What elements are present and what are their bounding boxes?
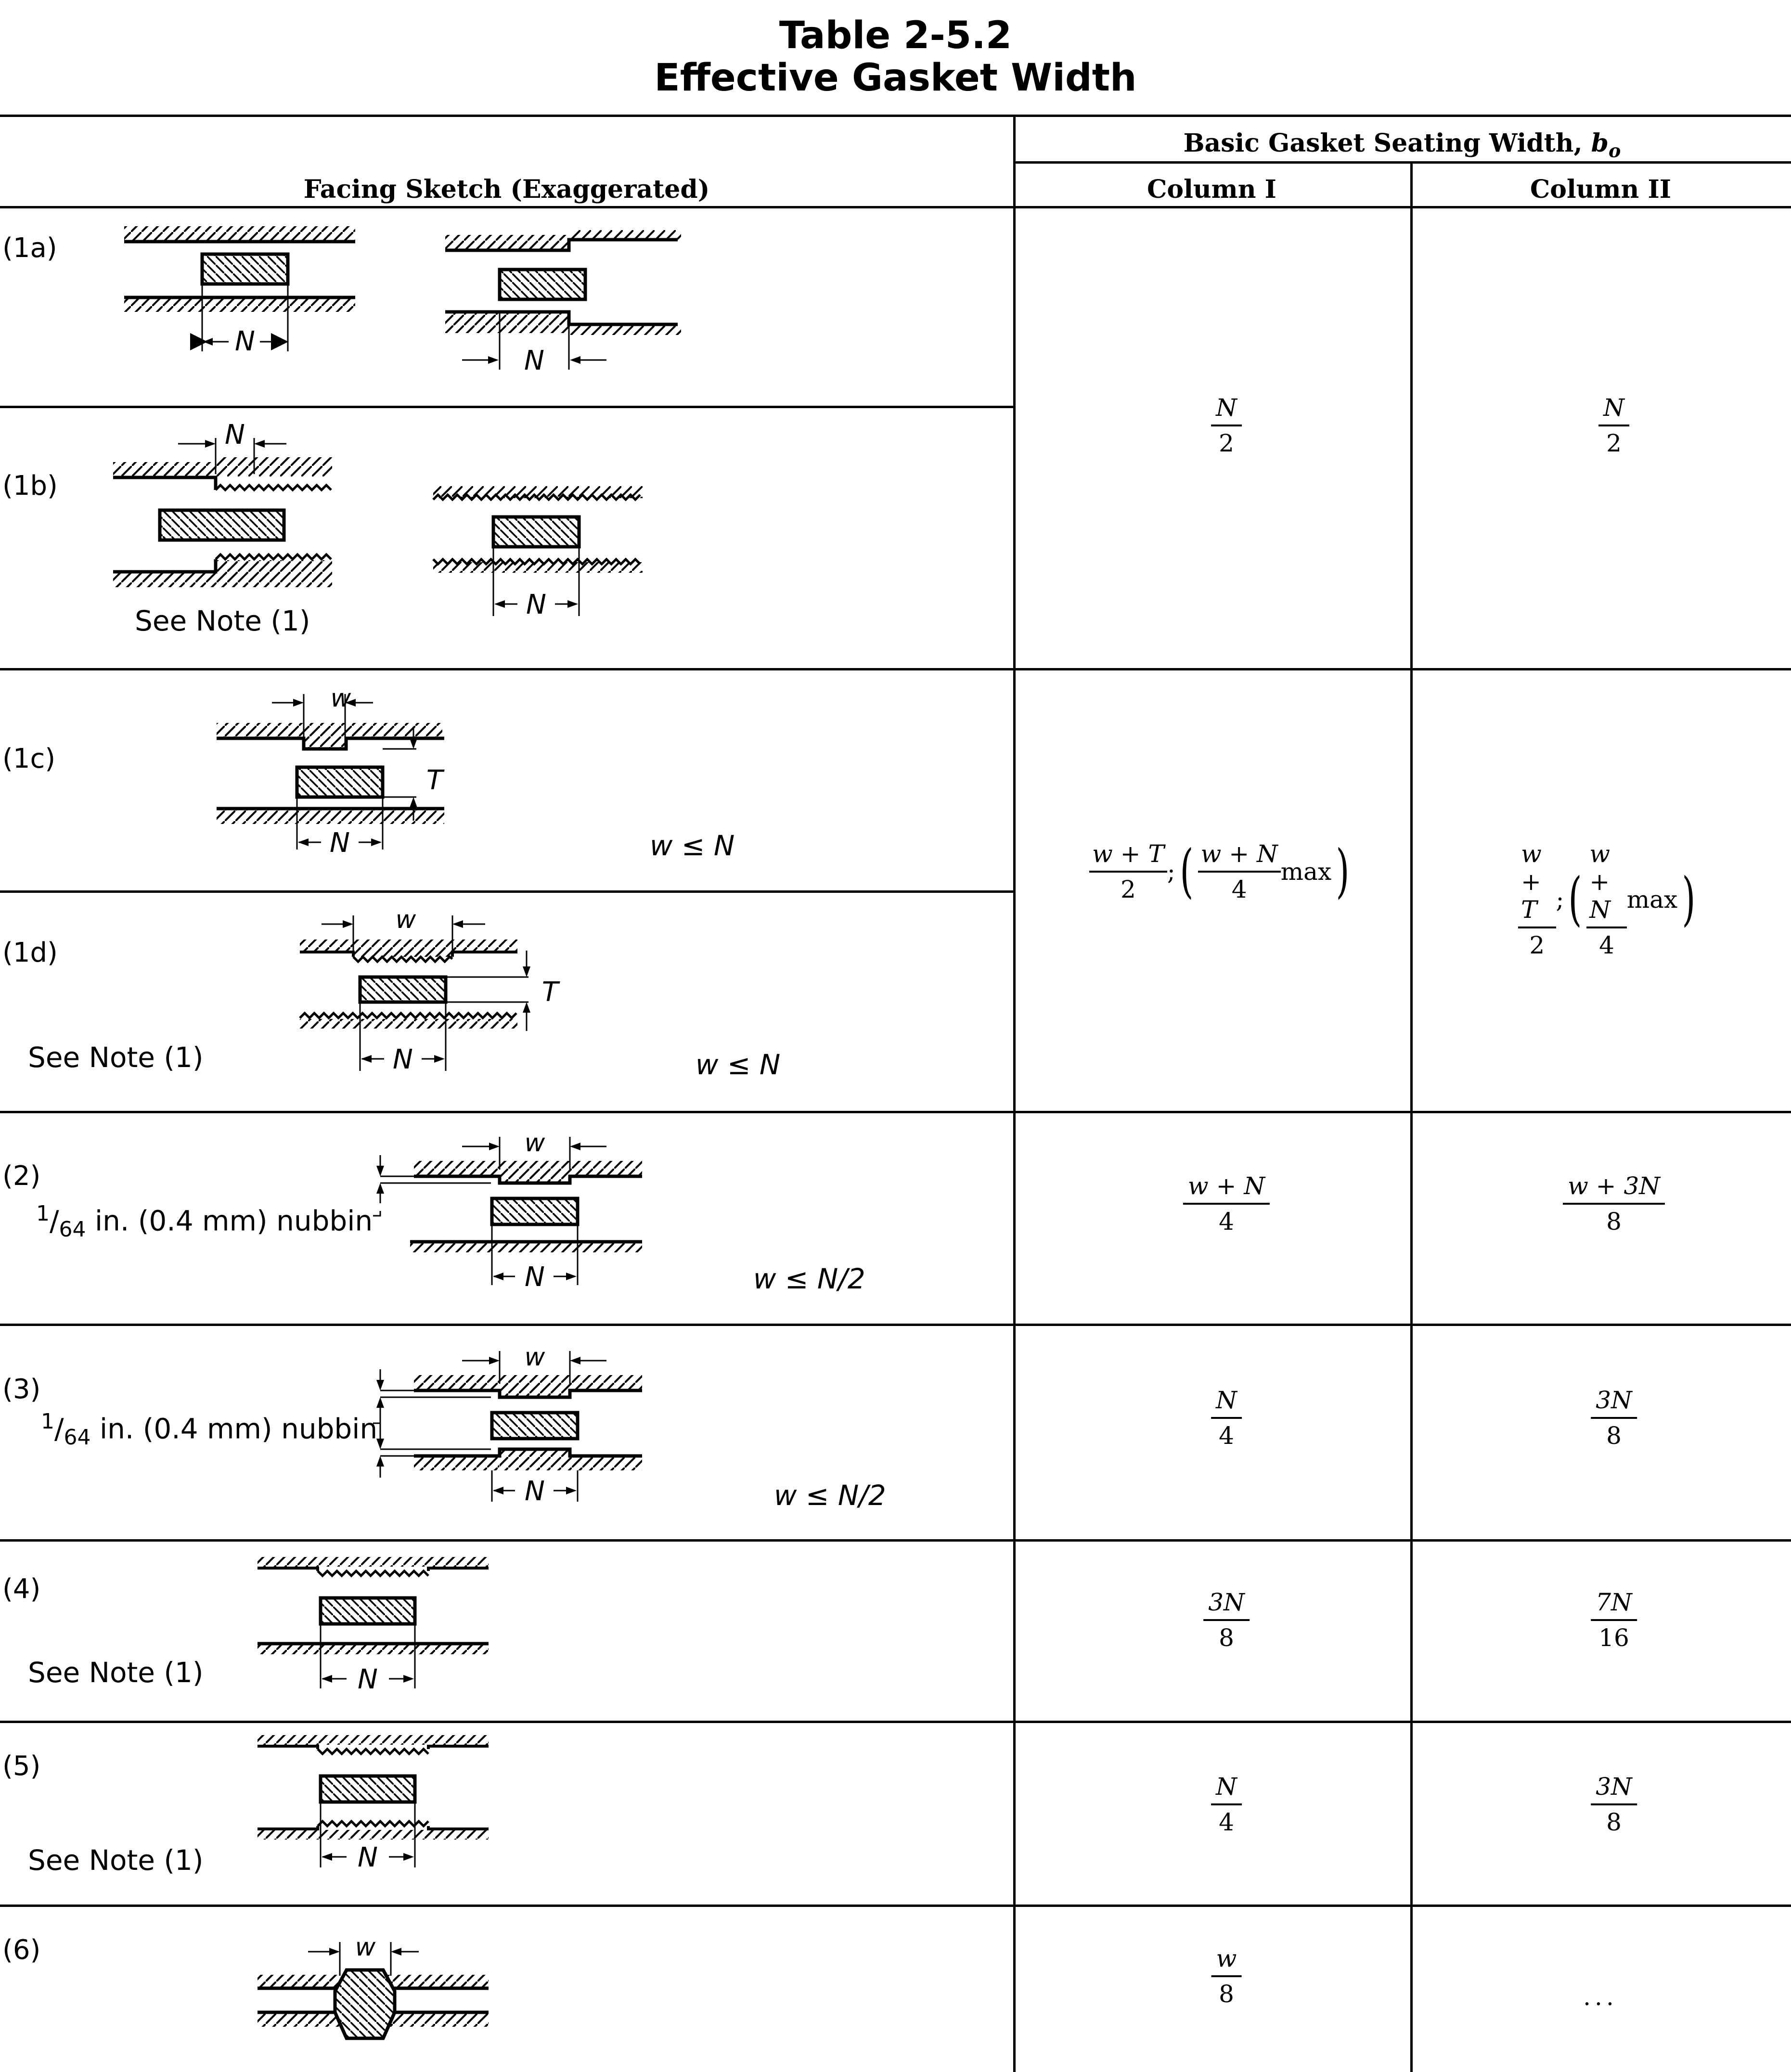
sketch-2: w N bbox=[373, 1129, 642, 1293]
header-b-sub: o bbox=[1609, 140, 1621, 162]
header-basic-width-prefix: Basic Gasket Seating Width, bbox=[1183, 129, 1583, 158]
row-label-2: (2) bbox=[2, 1160, 41, 1192]
sketch-3: w N bbox=[373, 1343, 642, 1507]
dim-w-6: w bbox=[355, 1933, 376, 1962]
nubbin-label-2: 1/64 in. (0.4 mm) nubbin bbox=[36, 1201, 373, 1242]
dim-N-1d: N bbox=[393, 1044, 413, 1075]
row-label-1b: (1b) bbox=[2, 470, 58, 502]
condition-3: w ≤ N/2 bbox=[774, 1479, 886, 1512]
table-top-border bbox=[0, 115, 1791, 117]
sketch-1c: w T N bbox=[217, 684, 445, 859]
dim-w-1c: w bbox=[331, 684, 351, 713]
dim-T-1c: T bbox=[426, 765, 445, 796]
col-divider-main bbox=[1013, 115, 1016, 2072]
sketch-4: N bbox=[258, 1557, 489, 1695]
note-4: See Note (1) bbox=[28, 1656, 204, 1689]
dim-w-3: w bbox=[525, 1343, 545, 1372]
table-title: Effective Gasket Width bbox=[654, 56, 1137, 100]
dim-w-2: w bbox=[525, 1129, 545, 1158]
row-label-4: (4) bbox=[2, 1573, 41, 1605]
dim-N-1a-left: N bbox=[235, 326, 255, 357]
row-sep-5-6 bbox=[0, 1905, 1791, 1907]
row-label-1a: (1a) bbox=[2, 232, 57, 264]
header-basic-width: Basic Gasket Seating Width, bo bbox=[1013, 129, 1791, 165]
row-sep-1d-2 bbox=[0, 1111, 1791, 1113]
col-divider-cols bbox=[1410, 161, 1413, 2072]
value-6-col2: ... bbox=[1583, 1983, 1618, 2011]
row-sep-1c-1d bbox=[0, 890, 1013, 893]
sketch-1a-right: N bbox=[445, 230, 681, 376]
dim-N-2: N bbox=[525, 1261, 545, 1293]
dim-N-1a-right: N bbox=[524, 345, 544, 376]
row-sep-1b-1c bbox=[0, 668, 1791, 670]
row-sep-1a-1b bbox=[0, 406, 1013, 408]
header-b-symbol: b bbox=[1591, 129, 1609, 158]
condition-2: w ≤ N/2 bbox=[753, 1262, 865, 1295]
header-column-2: Column II bbox=[1530, 175, 1672, 204]
note-5: See Note (1) bbox=[28, 1844, 204, 1877]
header-facing-sketch: Facing Sketch (Exaggerated) bbox=[303, 175, 710, 204]
sketch-5: N bbox=[258, 1735, 489, 1873]
dim-N-1c: N bbox=[330, 827, 350, 859]
note-1d: See Note (1) bbox=[28, 1041, 204, 1074]
row-sep-2-3 bbox=[0, 1324, 1791, 1326]
row-label-5: (5) bbox=[2, 1750, 41, 1782]
dim-N-3: N bbox=[525, 1476, 545, 1507]
nubbin-label-3: 1/64 in. (0.4 mm) nubbin bbox=[41, 1409, 378, 1450]
row-label-1d: (1d) bbox=[2, 937, 58, 968]
row-label-6: (6) bbox=[2, 1934, 41, 1966]
dim-N-5: N bbox=[358, 1842, 378, 1873]
row-label-1c: (1c) bbox=[2, 743, 56, 774]
sketch-1d: w T N bbox=[299, 905, 560, 1075]
header-column-1: Column I bbox=[1147, 175, 1276, 204]
dim-N-1b-left: N bbox=[225, 419, 245, 450]
sketch-6: w bbox=[258, 1933, 489, 2040]
dim-T-1d: T bbox=[542, 977, 560, 1008]
header-bottom-border bbox=[0, 206, 1791, 208]
row-sep-3-4 bbox=[0, 1539, 1791, 1542]
dim-w-1d: w bbox=[396, 905, 416, 934]
note-1b: See Note (1) bbox=[135, 605, 310, 637]
table-number: Table 2-5.2 bbox=[779, 14, 1012, 57]
condition-1d: w ≤ N bbox=[696, 1048, 781, 1081]
sketch-1b-right: N bbox=[432, 486, 643, 620]
row-label-3: (3) bbox=[2, 1374, 41, 1405]
header-sub-border bbox=[1013, 161, 1791, 164]
dim-N-4: N bbox=[358, 1664, 378, 1695]
condition-1c: w ≤ N bbox=[650, 829, 735, 862]
sketch-1b-left: N bbox=[113, 419, 332, 587]
dim-N-1b-right: N bbox=[526, 589, 546, 620]
row-sep-4-5 bbox=[0, 1721, 1791, 1723]
sketch-1a-left: N bbox=[124, 226, 355, 357]
